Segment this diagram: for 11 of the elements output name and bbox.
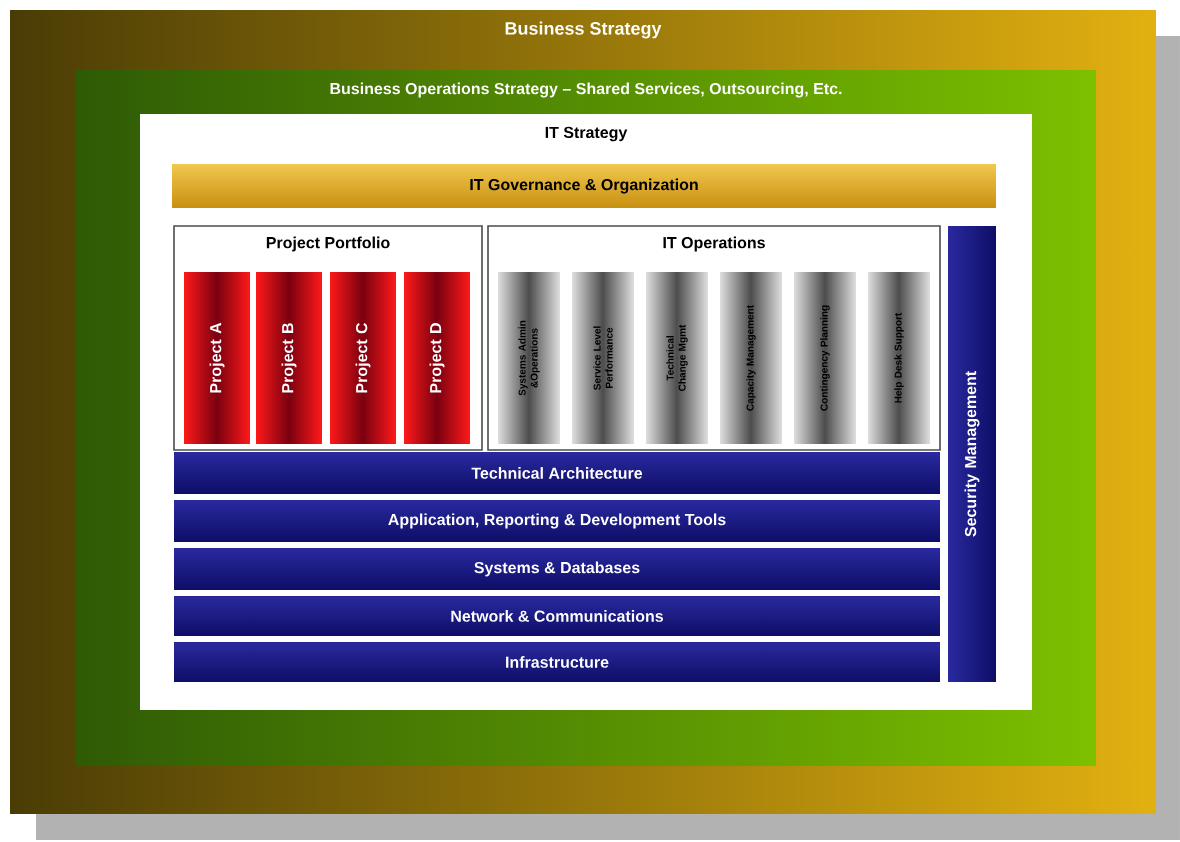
layer-band: Network & Communications	[174, 596, 940, 636]
layer-band: Systems & Databases	[174, 548, 940, 590]
project-column: Project C	[330, 272, 396, 444]
project-column: Project B	[256, 272, 322, 444]
security-band: Security Management	[948, 226, 996, 682]
layer-band: Application, Reporting & Development Tools	[174, 500, 940, 542]
layer-band: Infrastructure	[174, 642, 940, 682]
governance-bar: IT Governance & Organization	[172, 164, 996, 208]
project-column: Project D	[404, 272, 470, 444]
project-column: Project A	[184, 272, 250, 444]
layer-band: Technical Architecture	[174, 452, 940, 494]
